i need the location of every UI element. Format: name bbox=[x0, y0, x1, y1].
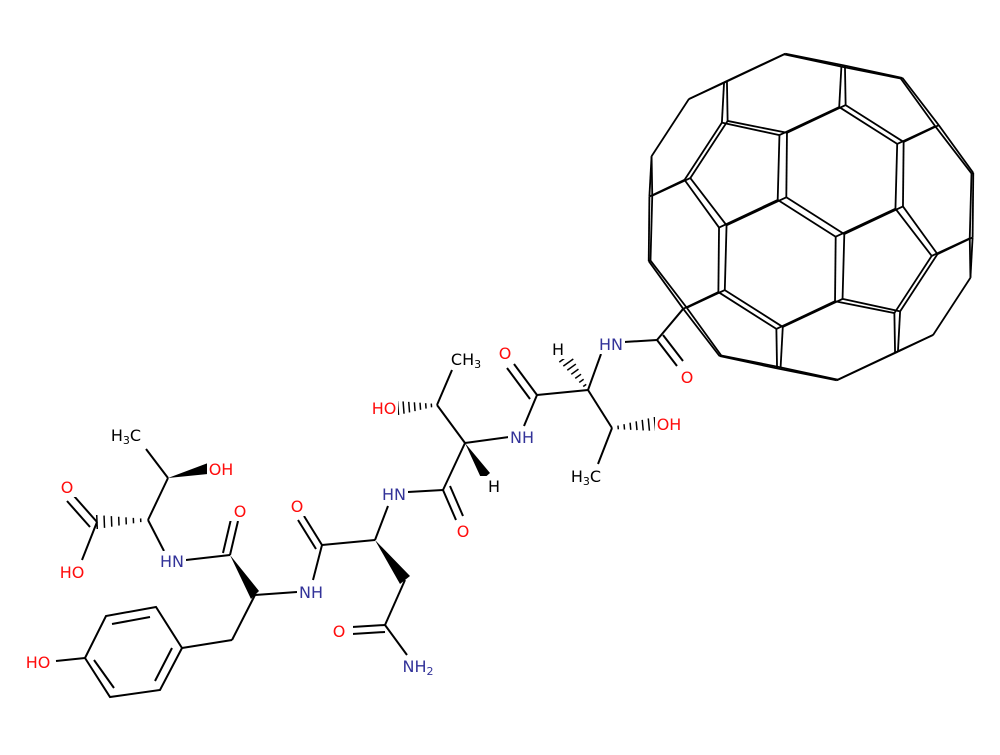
fullerene-bond bbox=[932, 238, 970, 256]
atom-label: HN bbox=[382, 485, 406, 504]
atom-label: O bbox=[499, 344, 512, 363]
fullerene-bond bbox=[690, 121, 727, 178]
fullerene-bond bbox=[652, 99, 689, 156]
fullerene-bond bbox=[727, 197, 787, 225]
fullerene-bond bbox=[903, 78, 939, 125]
atom-label: NH bbox=[299, 583, 323, 602]
fullerene-bond bbox=[649, 261, 651, 262]
fullerene-bond bbox=[901, 79, 935, 127]
fullerene-bond bbox=[846, 105, 904, 142]
fullerene-bond bbox=[690, 178, 726, 225]
fullerene-bond bbox=[970, 238, 971, 278]
fullerene-bond bbox=[904, 125, 939, 142]
fullerene-bond bbox=[894, 313, 895, 353]
fullerene-bond bbox=[778, 135, 780, 200]
fullerene-bond bbox=[933, 278, 970, 335]
fullerene-bond bbox=[650, 196, 652, 261]
fullerene-bond bbox=[781, 327, 783, 367]
atom-label: NH bbox=[510, 428, 534, 447]
atom-label: O bbox=[234, 502, 247, 521]
atom-label: OH bbox=[209, 460, 234, 479]
fullerene-bond bbox=[721, 355, 780, 367]
bonds bbox=[56, 309, 683, 697]
atom-label: H bbox=[488, 477, 500, 496]
fullerene-bond bbox=[719, 200, 778, 228]
fullerene-bond bbox=[839, 107, 897, 144]
fullerene-bond bbox=[777, 368, 836, 380]
fullerene-bond bbox=[718, 228, 719, 292]
fullerene-bond bbox=[838, 352, 898, 380]
fullerene-bond bbox=[845, 66, 903, 78]
fullerene-bond bbox=[845, 66, 846, 106]
atom-label: O bbox=[681, 368, 694, 387]
fullerene-bond bbox=[895, 144, 897, 209]
fullerene-bond bbox=[839, 67, 841, 107]
fullerene-bond bbox=[685, 180, 719, 228]
fullerene-bond bbox=[903, 142, 904, 206]
fullerene-bond bbox=[784, 54, 842, 66]
fullerene-bond bbox=[719, 356, 777, 368]
fullerene-bond bbox=[727, 81, 728, 121]
fullerene-bond bbox=[724, 54, 784, 82]
fullerene-bond bbox=[649, 261, 683, 309]
fullerene-bond bbox=[722, 82, 724, 122]
hashed-bonds bbox=[97, 354, 656, 529]
fullerene-bond bbox=[778, 200, 836, 237]
fullerene-bond bbox=[783, 299, 843, 327]
fullerene-bond bbox=[685, 123, 722, 180]
atom-label: O bbox=[291, 497, 304, 516]
fullerene-bond bbox=[939, 125, 973, 173]
atom-label: O bbox=[333, 622, 346, 641]
fullerene-bond bbox=[786, 197, 844, 234]
fullerene-bond bbox=[683, 292, 718, 309]
atom-label: HO bbox=[60, 563, 85, 582]
atom-label: OH bbox=[657, 415, 682, 434]
fullerene-bond bbox=[649, 197, 650, 261]
fullerene-bond bbox=[779, 107, 839, 135]
fullerene-bond bbox=[786, 54, 845, 66]
fullerene-bond bbox=[787, 105, 846, 133]
fullerene-bond bbox=[689, 81, 727, 99]
atom-label: HN bbox=[160, 552, 184, 571]
atom-label: HN bbox=[599, 335, 623, 354]
atom-label: HO bbox=[26, 653, 51, 672]
atom-label: O bbox=[457, 522, 470, 541]
fullerene-bond bbox=[972, 173, 974, 174]
fullerene-bond bbox=[841, 67, 900, 79]
fullerene-bond bbox=[650, 261, 686, 308]
fullerene-bond bbox=[973, 173, 974, 237]
fullerene-bond bbox=[781, 367, 839, 379]
fullerene-bond bbox=[687, 308, 721, 356]
fullerene-bond bbox=[776, 301, 835, 329]
fullerene-bond bbox=[718, 292, 776, 329]
fullerene-bond bbox=[683, 309, 719, 356]
fullerene-bond bbox=[903, 206, 937, 254]
fullerene-bond bbox=[835, 237, 836, 301]
fullerene-bond bbox=[836, 209, 896, 237]
fullerene-bond bbox=[652, 156, 653, 196]
atom-label: H bbox=[552, 340, 564, 359]
fullerene-bond bbox=[843, 234, 845, 299]
fullerene-bond bbox=[652, 178, 690, 196]
fullerene-bond bbox=[776, 329, 777, 369]
fullerene-bond bbox=[844, 206, 903, 234]
fullerene-bond bbox=[894, 256, 931, 313]
atom-label: HO bbox=[372, 399, 397, 418]
fullerene-bond bbox=[725, 290, 783, 327]
fullerene-bond bbox=[970, 173, 972, 238]
fullerene-bond bbox=[900, 254, 937, 311]
fullerene-bond bbox=[725, 225, 727, 290]
fullerene-bond bbox=[935, 126, 971, 173]
atom-label: O bbox=[61, 478, 74, 497]
fullerene-bond bbox=[786, 133, 787, 197]
fullerene-bond bbox=[895, 335, 933, 353]
fullerene-bond bbox=[895, 209, 931, 256]
fullerene-c60 bbox=[649, 54, 974, 381]
fullerene-bond bbox=[898, 311, 900, 351]
